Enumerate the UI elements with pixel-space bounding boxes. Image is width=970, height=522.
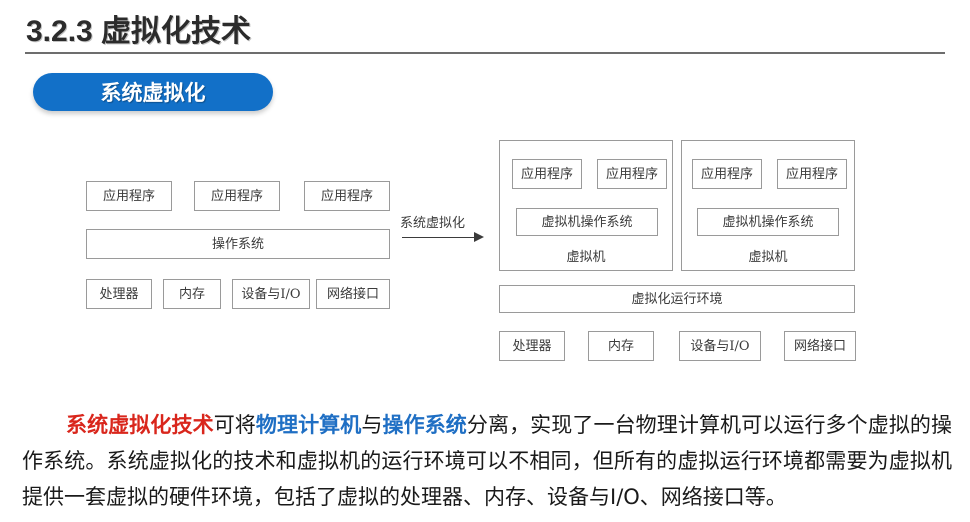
- vm2-guest-os-box: 虚拟机操作系统: [697, 208, 839, 236]
- virtual-hardware-network: 网络接口: [784, 331, 856, 361]
- paragraph-segment-3: 与: [361, 413, 383, 437]
- virtualization-runtime-box: 虚拟化运行环境: [499, 285, 855, 313]
- virtual-hardware-cpu: 处理器: [499, 331, 565, 361]
- vm2-caption: 虚拟机: [748, 250, 788, 265]
- vm1-guest-os-box: 虚拟机操作系统: [516, 208, 658, 236]
- physical-app-box-1: 应用程序: [86, 181, 172, 211]
- body-paragraph: 系统虚拟化技术可将物理计算机与操作系统分离，实现了一台物理计算机可以运行多个虚拟…: [22, 407, 952, 515]
- paragraph-segment-5: 分离，实现了一台物理计算机可以运行多个虚拟的操作系统。系统虚拟化的技术和虚拟机的…: [22, 413, 953, 509]
- section-badge: 系统虚拟化: [33, 73, 273, 111]
- paragraph-segment-0: 系统虚拟化技术: [66, 413, 214, 437]
- vm1-app-box-1: 应用程序: [512, 159, 582, 189]
- physical-app-box-2: 应用程序: [194, 181, 280, 211]
- transform-arrow-line: [402, 237, 476, 238]
- paragraph-segment-2: 物理计算机: [255, 413, 362, 437]
- physical-hardware-cpu: 处理器: [86, 279, 152, 309]
- transform-arrow-label: 系统虚拟化: [400, 216, 466, 231]
- page-title: 3.2.3 虚拟化技术: [26, 15, 252, 48]
- title-divider: [25, 52, 945, 54]
- physical-hardware-memory: 内存: [163, 279, 221, 309]
- virtual-hardware-memory: 内存: [588, 331, 654, 361]
- physical-hardware-device-io: 设备与I/O: [232, 279, 310, 309]
- physical-app-box-3: 应用程序: [304, 181, 390, 211]
- virtual-hardware-device-io: 设备与I/O: [679, 331, 761, 361]
- paragraph-segment-4: 操作系统: [382, 413, 467, 437]
- paragraph-segment-1: 可将: [213, 413, 256, 437]
- vm1-caption: 虚拟机: [566, 250, 606, 265]
- transform-arrow-head-icon: [474, 232, 484, 242]
- vm2-app-box-2: 应用程序: [777, 159, 847, 189]
- vm1-app-box-2: 应用程序: [597, 159, 667, 189]
- vm2-app-box-1: 应用程序: [692, 159, 762, 189]
- physical-os-box: 操作系统: [86, 229, 390, 259]
- physical-hardware-network: 网络接口: [316, 279, 390, 309]
